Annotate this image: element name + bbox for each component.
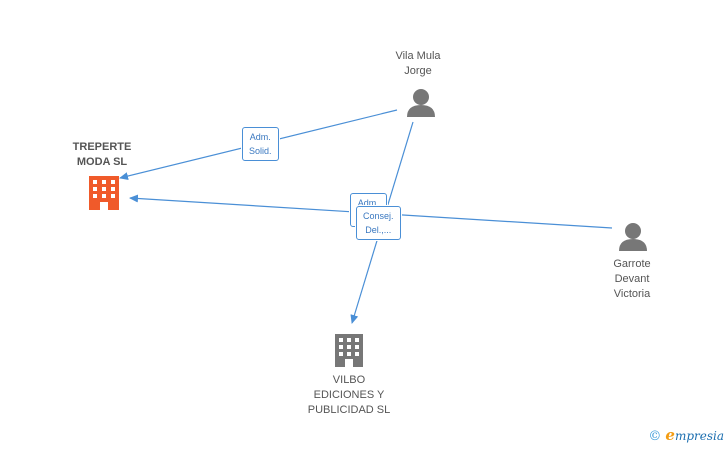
person-icon[interactable] (619, 223, 647, 251)
node-label-garrote[interactable]: Garrote Devant Victoria (613, 258, 651, 300)
edge-label-garrote-to-treperte: Consej. Del.,... (356, 206, 401, 240)
brand-logo: ©empresia (648, 426, 724, 444)
brand-initial: e (665, 426, 675, 444)
building-icon[interactable] (335, 334, 363, 367)
person-icon[interactable] (407, 89, 435, 117)
node-label-vila-mula[interactable]: Vila Mula Jorge (395, 50, 441, 77)
copyright-symbol: © (648, 429, 662, 444)
node-label-vilbo[interactable]: VILBO EDICIONES Y PUBLICIDAD SL (307, 374, 391, 416)
edge-label-vila-to-treperte: Adm. Solid. (242, 127, 279, 161)
brand-name: mpresia (674, 429, 724, 443)
node-label-treperte[interactable]: TREPERTE MODA SL (72, 141, 132, 168)
building-icon[interactable] (89, 176, 119, 210)
